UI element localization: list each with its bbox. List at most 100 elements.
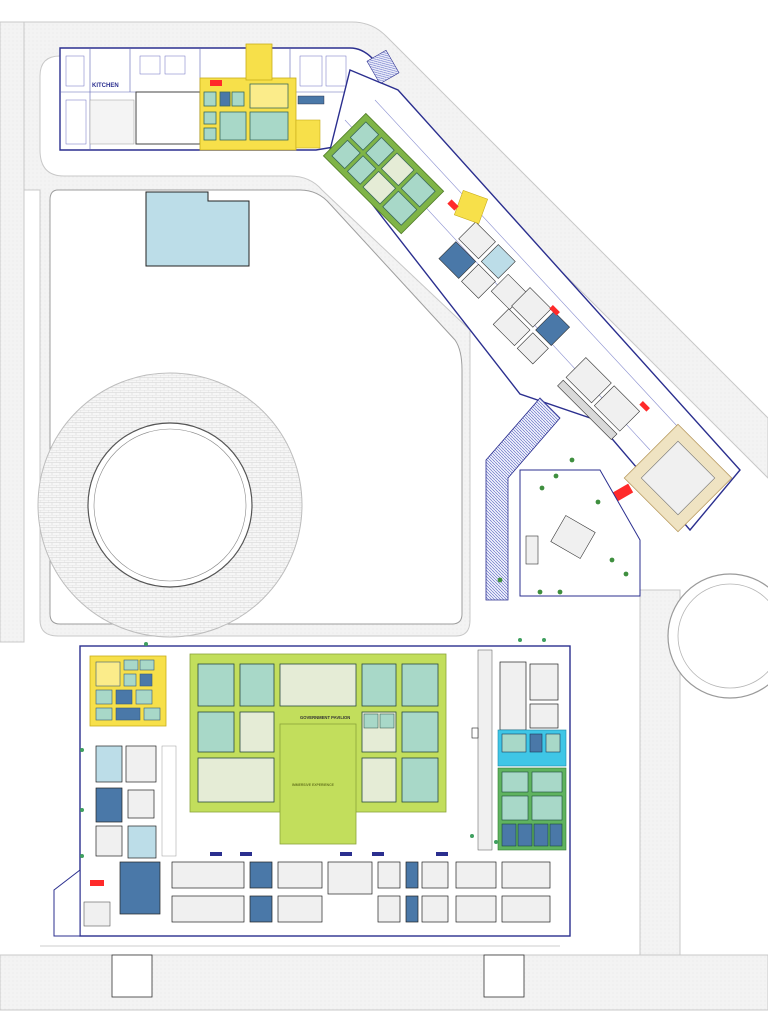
booth <box>127 789 155 819</box>
stairs <box>485 397 561 601</box>
kitchen-label: KITCHEN <box>92 83 119 89</box>
exit-marker <box>483 954 525 998</box>
booth <box>361 663 397 707</box>
booth <box>95 787 123 823</box>
booth <box>123 659 139 671</box>
immersive-experience-label: IMMERSIVE EXPERIENCE <box>292 783 335 787</box>
booth <box>119 861 161 915</box>
booth <box>517 823 533 847</box>
circular-arena <box>37 372 303 638</box>
booth <box>533 823 549 847</box>
exit-kiosks <box>111 954 525 998</box>
booth <box>550 515 596 559</box>
booth <box>501 861 551 889</box>
booth <box>203 127 217 141</box>
booth <box>327 861 373 895</box>
booth <box>557 379 618 441</box>
booth <box>123 673 137 687</box>
north-hall <box>135 91 201 145</box>
south-building: GOVERNMENT PAVILION IMMERSIVE EXPERIENCE <box>53 638 571 937</box>
booth <box>535 311 571 346</box>
booth <box>143 707 161 721</box>
booth <box>249 861 273 889</box>
booth <box>377 895 401 923</box>
booth <box>529 663 559 701</box>
booth <box>362 170 397 205</box>
booth <box>249 111 289 141</box>
booth <box>421 895 449 923</box>
booth <box>95 745 123 783</box>
booth <box>593 385 641 432</box>
booth <box>277 861 323 889</box>
booth <box>405 861 419 889</box>
booth <box>501 771 529 793</box>
booth <box>455 895 497 923</box>
booth <box>346 155 377 185</box>
booth <box>365 136 395 167</box>
booth <box>565 357 612 404</box>
roundabout <box>667 573 768 699</box>
booth <box>438 241 477 279</box>
booth <box>115 689 133 705</box>
booth <box>171 895 245 923</box>
booth <box>197 757 275 803</box>
booth <box>349 121 380 151</box>
booth <box>529 733 543 753</box>
booth <box>461 263 496 299</box>
booth <box>231 91 245 107</box>
tree-icon <box>80 638 546 858</box>
booth <box>361 757 397 803</box>
green-zone <box>322 112 445 235</box>
booth <box>197 663 235 707</box>
tree-icon <box>497 457 629 595</box>
booth <box>401 663 439 707</box>
booth <box>377 861 401 889</box>
booth <box>219 91 231 107</box>
booth <box>139 673 153 687</box>
booth <box>421 861 449 889</box>
yellow-zone-diag <box>453 189 489 225</box>
booth <box>203 91 217 107</box>
booth <box>331 139 361 170</box>
booth <box>511 287 552 328</box>
government-pavilion-label: GOVERNMENT PAVILION <box>300 715 350 720</box>
booth <box>115 707 141 721</box>
booth <box>545 733 561 753</box>
booth <box>297 95 325 105</box>
booth <box>401 757 439 803</box>
immersive-experience-zone <box>279 723 357 845</box>
exit-marker <box>111 954 153 998</box>
booth <box>382 190 418 226</box>
booth <box>405 895 419 923</box>
booth <box>203 111 217 125</box>
booth <box>125 745 157 783</box>
booth <box>277 895 323 923</box>
booth <box>401 711 439 753</box>
stairs <box>366 49 400 85</box>
booth <box>197 711 235 753</box>
booth <box>501 895 551 923</box>
booth <box>219 111 247 141</box>
booth <box>531 771 563 793</box>
booth <box>95 689 113 705</box>
booth <box>279 663 357 707</box>
booth <box>239 711 275 753</box>
booth <box>380 152 415 187</box>
booth <box>139 659 155 671</box>
booth <box>400 172 436 208</box>
north-building: KITCHEN <box>59 43 400 151</box>
booth <box>127 825 157 859</box>
booth <box>501 823 517 847</box>
booth <box>499 661 527 731</box>
booth <box>501 795 529 821</box>
booth <box>549 823 563 847</box>
booth <box>529 703 559 729</box>
booth <box>501 733 527 753</box>
booth <box>135 689 153 705</box>
light-blue-annex <box>145 191 250 267</box>
booth <box>95 825 123 857</box>
booth <box>531 795 563 821</box>
booth <box>458 221 496 260</box>
diagonal-hall <box>322 69 741 601</box>
